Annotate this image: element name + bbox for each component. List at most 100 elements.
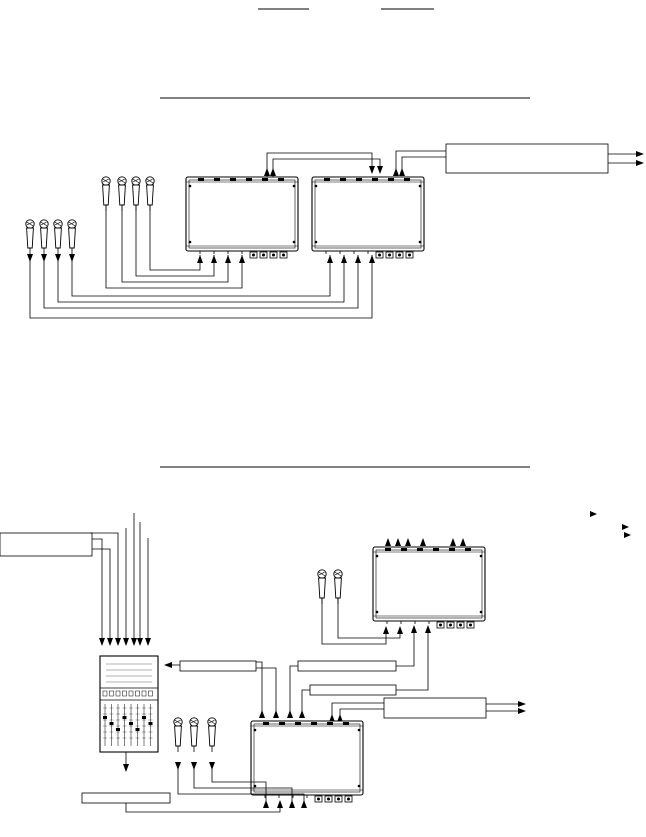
- input-arrow-icon: [99, 638, 105, 646]
- output-arrow-icon: [385, 538, 391, 546]
- input-arrow-icon: [115, 638, 121, 646]
- microphone-icon: [67, 219, 77, 254]
- processor-box: [383, 697, 487, 719]
- input-arrow-icon: [355, 255, 361, 263]
- input-arrow-icon: [211, 255, 217, 263]
- input-arrow-icon: [327, 255, 333, 263]
- output-arrow-icon: [420, 538, 426, 546]
- processor-box: [297, 660, 397, 672]
- input-arrow-icon: [287, 710, 293, 718]
- cable: [92, 548, 111, 640]
- figure-lower: [0, 466, 631, 813]
- signal-arrow-icon: [69, 254, 75, 262]
- microphone-icon: [189, 717, 199, 752]
- link-cable: [266, 152, 373, 177]
- input-arrow-icon: [137, 638, 143, 646]
- output-arrow-icon: [608, 160, 644, 166]
- cable: [135, 205, 215, 277]
- cable: [92, 538, 103, 640]
- microphone-icon: [39, 219, 49, 254]
- processor-box: [81, 792, 171, 804]
- mixer-unit-icon: [311, 176, 425, 259]
- microphone-icon: [53, 219, 63, 254]
- input-arrow-icon: [411, 625, 417, 633]
- microphone-group-d: [173, 717, 217, 752]
- side-marker-icon: [590, 511, 597, 517]
- output-arrow-icon: [486, 701, 526, 707]
- cable: [43, 255, 359, 309]
- microphone-group-a: [101, 176, 155, 211]
- cable: [396, 628, 429, 691]
- microphone-icon: [25, 219, 35, 254]
- signal-arrow-icon: [264, 168, 270, 176]
- cable: [177, 766, 305, 801]
- cable: [301, 689, 310, 714]
- microphone-icon: [317, 569, 327, 604]
- signal-arrow-icon: [209, 762, 215, 770]
- signal-arrow-icon: [369, 166, 375, 174]
- microphone-icon: [207, 717, 217, 752]
- send-cable: [339, 708, 384, 716]
- send-cable: [395, 150, 446, 170]
- processor-box: [309, 684, 397, 696]
- signal-arrow-icon: [377, 166, 383, 174]
- output-arrow-icon: [450, 538, 456, 546]
- signal-arrow-icon: [270, 168, 276, 176]
- mixer-unit-icon: [185, 176, 299, 259]
- output-arrow-icon: [608, 151, 644, 157]
- microphone-group-c: [317, 569, 343, 604]
- cable: [321, 598, 387, 645]
- signal-arrow-icon: [27, 254, 33, 262]
- cable: [256, 667, 277, 714]
- output-arrow-icon: [405, 538, 411, 546]
- input-arrow-icon: [123, 638, 129, 646]
- mixer-unit-icon: [372, 546, 486, 629]
- microphone-icon: [173, 717, 183, 752]
- microphone-group-b: [25, 219, 77, 254]
- input-arrow-icon: [107, 638, 113, 646]
- input-arrow-icon: [383, 626, 389, 634]
- cable: [211, 766, 267, 801]
- signal-arrow-icon: [393, 168, 399, 176]
- mixing-console-icon: [99, 655, 159, 753]
- signal-arrow-icon: [329, 714, 335, 722]
- input-arrow-icon: [145, 638, 151, 646]
- cable: [396, 628, 415, 667]
- microphone-icon: [333, 569, 343, 604]
- output-arrow-icon: [460, 538, 466, 546]
- signal-arrow-icon: [399, 168, 405, 176]
- cable: [105, 205, 243, 289]
- input-arrow-icon: [225, 255, 231, 263]
- signal-arrow-icon: [41, 254, 47, 262]
- processor-box: [179, 660, 257, 672]
- input-arrow-icon: [289, 800, 295, 808]
- mixer-unit-icon: [250, 720, 364, 803]
- input-arrow-icon: [301, 800, 307, 808]
- cable: [29, 255, 373, 319]
- cable: [121, 205, 229, 283]
- send-cable: [401, 156, 446, 170]
- signal-arrow-icon: [55, 254, 61, 262]
- cable: [256, 661, 263, 714]
- input-arrow-icon: [197, 255, 203, 263]
- input-arrow-icon: [299, 710, 305, 718]
- output-arrow-icon: [486, 708, 526, 714]
- output-arrow-icon: [395, 538, 401, 546]
- cable: [90, 532, 119, 640]
- input-arrow-icon: [425, 625, 431, 633]
- side-marker-icon: [624, 532, 631, 538]
- signal-arrow-icon: [123, 764, 129, 772]
- input-arrow-icon: [131, 638, 137, 646]
- input-arrow-icon: [259, 710, 265, 718]
- input-arrow-icon: [369, 255, 375, 263]
- signal-arrow-icon: [191, 762, 197, 770]
- cable: [71, 255, 331, 297]
- cable: [289, 665, 298, 714]
- cable: [193, 766, 293, 801]
- send-cable: [331, 702, 384, 716]
- processor-box: [445, 143, 609, 174]
- signal-arrow-icon: [175, 762, 181, 770]
- input-arrow-icon: [341, 255, 347, 263]
